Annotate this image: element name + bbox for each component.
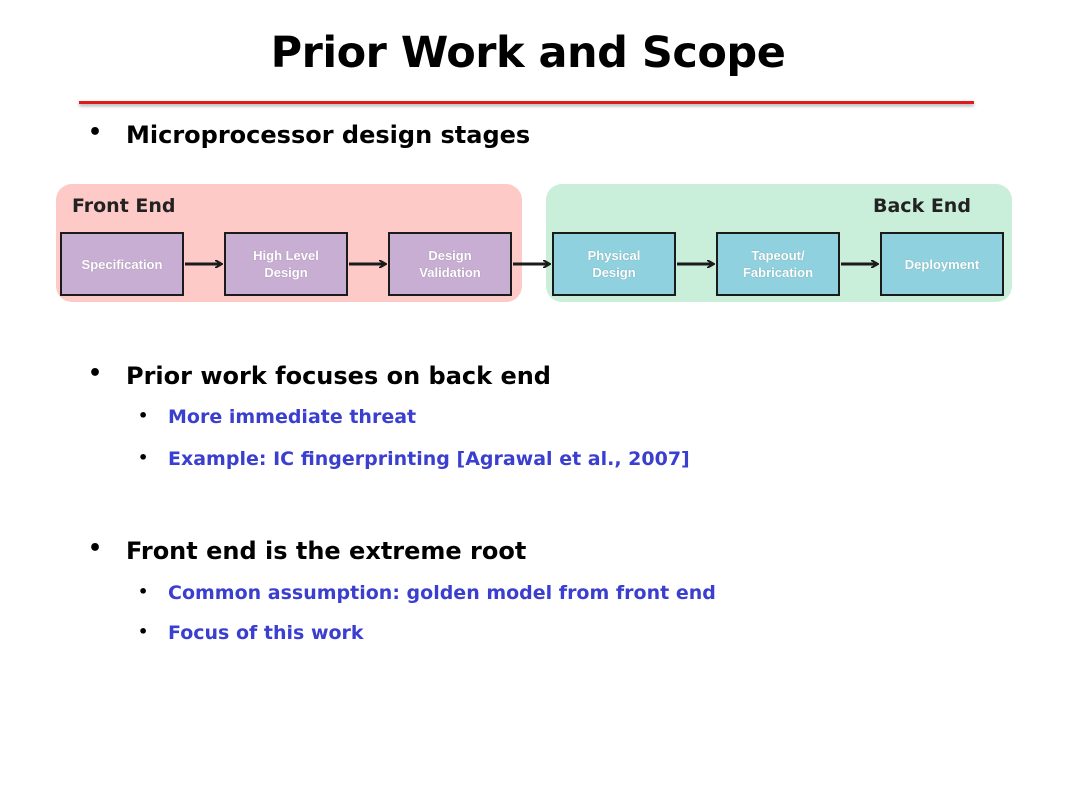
- bullet-prior-work: Prior work focuses on back end: [88, 361, 551, 390]
- bullet-front-end-root: Front end is the extreme root: [88, 536, 526, 565]
- stage-label: Deployment: [904, 256, 980, 272]
- stage-label: Design Validation: [419, 248, 481, 280]
- sub-bullet-ic-fingerprinting: Example: IC fingerprinting [Agrawal et a…: [138, 448, 690, 470]
- title-underline: [79, 101, 974, 104]
- back-end-label: Back End: [873, 195, 971, 217]
- sub-bullet-focus: Focus of this work: [138, 622, 364, 644]
- stage-physical-design: Physical Design: [552, 232, 676, 296]
- stage-label: Tapeout/ Fabrication: [742, 248, 814, 280]
- stage-design-validation: Design Validation: [388, 232, 512, 296]
- front-end-label: Front End: [72, 195, 176, 217]
- slide-title: Prior Work and Scope: [270, 28, 786, 78]
- stage-label: Physical Design: [587, 248, 641, 280]
- stage-label: High Level Design: [253, 248, 319, 280]
- stage-deployment: Deployment: [880, 232, 1004, 296]
- stage-tapeout-fabrication: Tapeout/ Fabrication: [716, 232, 840, 296]
- stage-label: Specification: [81, 256, 163, 272]
- sub-bullet-golden-model: Common assumption: golden model from fro…: [138, 582, 716, 604]
- stage-specification: Specification: [60, 232, 184, 296]
- sub-bullet-immediate-threat: More immediate threat: [138, 406, 416, 428]
- stage-high-level-design: High Level Design: [224, 232, 348, 296]
- bullet-design-stages: Microprocessor design stages: [88, 120, 530, 149]
